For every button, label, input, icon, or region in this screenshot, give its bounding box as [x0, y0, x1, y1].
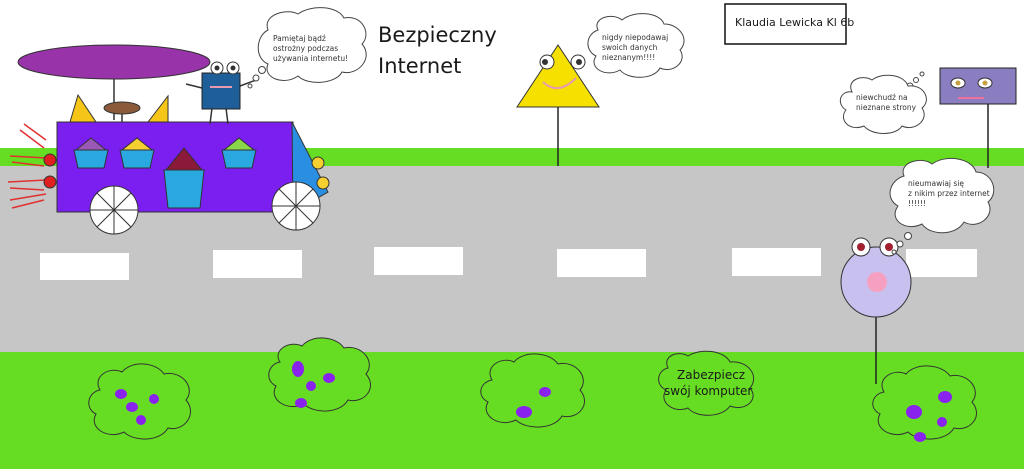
- robot-character: [185, 61, 257, 125]
- author-frame: [724, 3, 847, 45]
- party-bus: [7, 44, 330, 235]
- bus-wheel: [89, 185, 139, 235]
- lane-marking: [374, 247, 463, 275]
- bus-window: [163, 147, 205, 209]
- bush: [872, 365, 977, 442]
- sign-speech-bubble: niewchudź na nieznane strony: [839, 71, 927, 134]
- caption-cloud: Zabezpiecz swój komputer: [658, 350, 755, 416]
- ball-character: [840, 237, 912, 384]
- title-line-1: Bezpieczny: [378, 23, 497, 47]
- triangle-bubble-line: nigdy niepodawaj: [602, 33, 668, 42]
- ball-speech-bubble: nieumawiaj się z nikim przez internet !!…: [889, 157, 995, 255]
- bush: [268, 337, 371, 412]
- lane-marking: [213, 250, 302, 278]
- lane-markings: [40, 247, 977, 280]
- triangle-character: [516, 44, 600, 166]
- lane-marking: [906, 249, 977, 277]
- caption-line: swój komputer: [664, 384, 752, 398]
- author-label: Klaudia Lewicka Kl 6b: [735, 16, 854, 29]
- bus-wheel: [271, 181, 321, 231]
- lane-marking: [557, 249, 646, 277]
- triangle-bubble-line: nieznanym!!!!: [602, 53, 655, 62]
- robot-bubble-line: ostrożny podczas: [273, 44, 338, 53]
- bus-window: [221, 137, 257, 169]
- roof-table: [103, 101, 141, 115]
- tail-light: [43, 153, 57, 167]
- headlight: [316, 176, 330, 190]
- triangle-body: [516, 44, 600, 108]
- speed-lines: [7, 123, 47, 209]
- lane-marking: [732, 248, 821, 276]
- robot-bubble-line: używania internetu!: [273, 54, 348, 63]
- tail-light: [43, 175, 57, 189]
- title-line-2: Internet: [378, 54, 461, 78]
- ball-bubble-line: !!!!!!: [908, 199, 926, 208]
- ball-bubble-line: nieumawiaj się: [908, 179, 964, 188]
- triangle-bubble-line: swoich danych: [602, 43, 658, 52]
- robot-bubble-line: Pamiętaj bądź: [273, 34, 326, 43]
- bus-canopy: [17, 44, 211, 80]
- ball-bubble-line: z nikim przez internet: [908, 189, 990, 198]
- bush: [88, 363, 191, 440]
- bush: [480, 353, 585, 428]
- sign-character: [939, 67, 1017, 168]
- headlight: [311, 156, 325, 170]
- bus-window: [119, 137, 155, 169]
- lane-marking: [40, 253, 129, 280]
- robot-body: [201, 72, 241, 110]
- triangle-speech-bubble: nigdy niepodawaj swoich danych nieznanym…: [587, 13, 685, 78]
- robot-speech-bubble: Pamiętaj bądź ostrożny podczas używania …: [247, 7, 367, 89]
- bus-window: [73, 137, 109, 169]
- sign-bubble-line: nieznane strony: [856, 103, 917, 112]
- sign-bubble-line: niewchudź na: [856, 93, 908, 102]
- caption-line: Zabezpiecz: [677, 368, 745, 382]
- author-box: Klaudia Lewicka Kl 6b: [724, 3, 854, 45]
